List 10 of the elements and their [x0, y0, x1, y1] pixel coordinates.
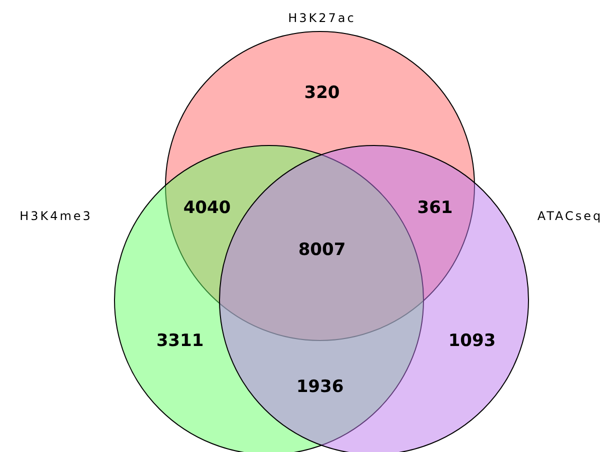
- count-label: 4040: [183, 198, 231, 218]
- count-label: 3311: [156, 331, 204, 351]
- count-label: 1936: [296, 377, 344, 397]
- set-label: H3K27ac: [288, 11, 356, 25]
- set-label: H3K4me3: [20, 209, 92, 223]
- count-label: 1093: [448, 331, 496, 351]
- count-label: 361: [417, 198, 453, 218]
- count-label: 320: [304, 83, 340, 103]
- count-label: 8007: [298, 240, 346, 260]
- set-label: ATACseq: [537, 209, 603, 223]
